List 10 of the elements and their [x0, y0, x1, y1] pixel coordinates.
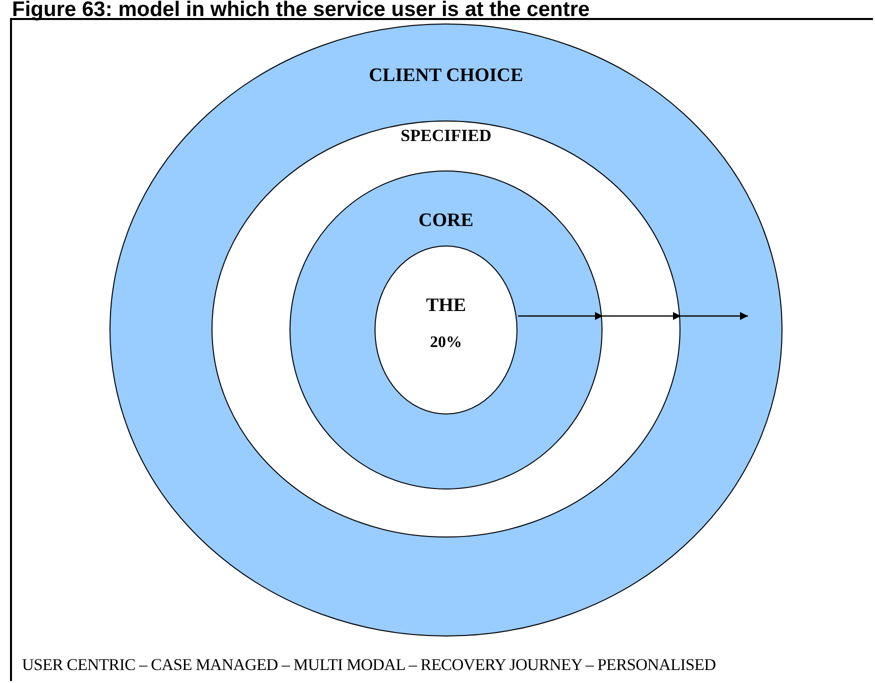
- ring-label: THE: [426, 296, 466, 316]
- arrow: [518, 312, 603, 320]
- arrow: [603, 312, 681, 320]
- ring-label: SPECIFIED: [400, 126, 492, 146]
- ring-label: 20%: [430, 333, 462, 353]
- arrow: [681, 312, 748, 320]
- figure-title: Figure 63: model in which the service user is at the centre: [12, 0, 590, 22]
- footer-note: USER CENTRIC – CASE MANAGED – MULTI MODAL – RECOVERY JOURNEY – PERSONALISED: [22, 655, 716, 675]
- ring-label: CORE: [418, 211, 474, 231]
- ring-label: CLIENT CHOICE: [368, 66, 524, 86]
